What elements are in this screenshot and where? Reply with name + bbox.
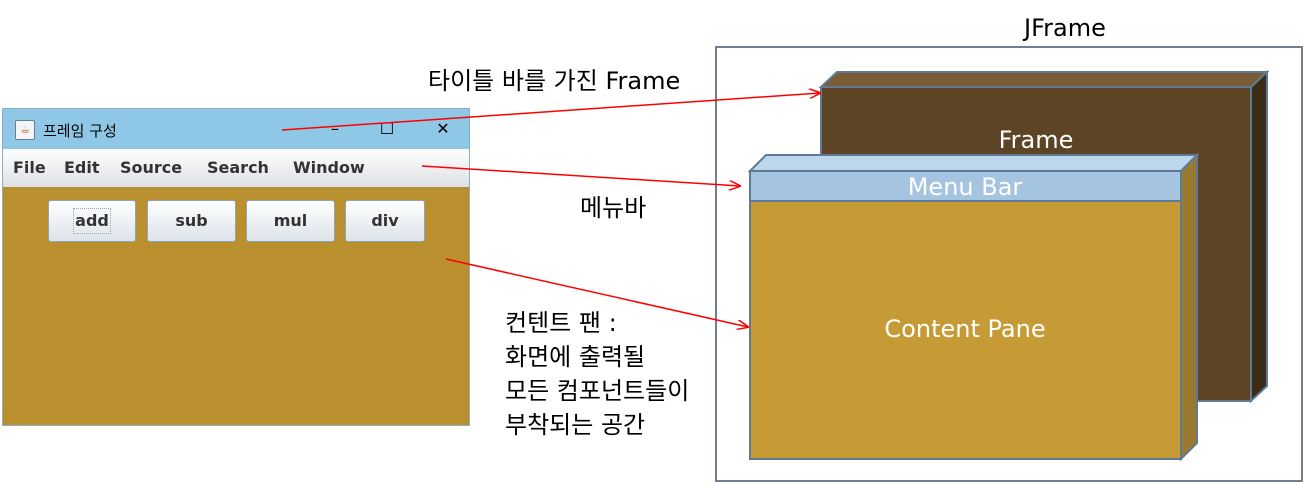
menubar-box-front — [749, 170, 1182, 202]
menu-search[interactable]: Search — [207, 158, 269, 177]
menubar-annotation: 메뉴바 — [580, 194, 647, 222]
window-title: 프레임 구성 — [43, 122, 117, 140]
titlebar-arrow — [281, 93, 820, 131]
titlebar-annotation: 타이틀 바를 가진 Frame — [428, 67, 681, 95]
content-pane-arrow — [445, 258, 748, 327]
jframe-label: JFrame — [1024, 14, 1106, 42]
frame-box-side — [1250, 69, 1268, 404]
content-box-label: Content Pane — [884, 315, 1045, 343]
content-pane-annotation: 컨텐트 팬 : 화면에 출력될 모든 컴포넌트들이 부착되는 공간 — [505, 306, 689, 442]
content-annotation-line: 부착되는 공간 — [505, 411, 646, 439]
add-button[interactable]: add — [48, 200, 136, 242]
java-frame-window: ☕ 프레임 구성 – ☐ ✕ File Edit Source Search W… — [2, 108, 470, 426]
content-box-side — [1180, 152, 1198, 462]
focus-indicator — [73, 208, 111, 234]
menubar-arrow — [421, 165, 740, 186]
add-button-label: add — [75, 211, 109, 230]
sub-button[interactable]: sub — [147, 200, 236, 242]
frame-box-top — [818, 71, 1270, 88]
menu-bar: File Edit Source Search Window — [3, 149, 469, 187]
content-annotation-line: 컨텐트 팬 : — [505, 309, 617, 337]
menubar-box-label: Menu Bar — [908, 173, 1023, 201]
mul-button-label: mul — [273, 211, 308, 230]
frame-box-label: Frame — [999, 126, 1074, 154]
content-annotation-line: 모든 컴포넌트들이 — [505, 377, 690, 405]
div-button[interactable]: div — [345, 200, 425, 242]
title-bar[interactable]: ☕ 프레임 구성 – ☐ ✕ — [3, 109, 469, 149]
sub-button-label: sub — [175, 211, 208, 230]
content-annotation-line: 화면에 출력될 — [505, 343, 646, 371]
java-coffee-cup-icon: ☕ — [15, 120, 35, 140]
jframe-border — [715, 46, 1303, 482]
menu-file[interactable]: File — [13, 158, 46, 177]
menubar-box-top — [747, 154, 1200, 172]
div-button-label: div — [371, 211, 399, 230]
mul-button[interactable]: mul — [246, 200, 335, 242]
menu-window[interactable]: Window — [293, 158, 365, 177]
minimize-button[interactable]: – — [331, 119, 339, 138]
content-box-front — [749, 200, 1182, 460]
menu-edit[interactable]: Edit — [64, 158, 100, 177]
close-button[interactable]: ✕ — [436, 119, 450, 138]
menu-source[interactable]: Source — [120, 158, 183, 177]
